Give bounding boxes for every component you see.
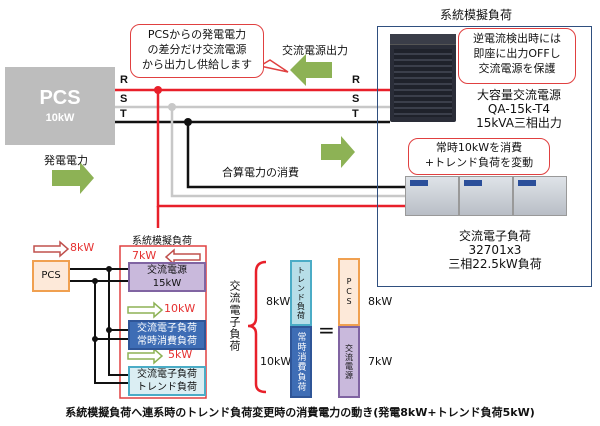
ac-output-label: 交流電源出力	[282, 44, 348, 57]
callout-line: から出力し供給します	[142, 58, 252, 71]
ac-power-source-image	[390, 34, 456, 122]
ac-output-arrow	[290, 54, 332, 86]
s-branch-line	[170, 107, 410, 198]
callout-line: 交流電源を保護	[478, 62, 556, 75]
load-brace	[247, 260, 267, 394]
callout-line: 即座に出力OFFし	[473, 47, 561, 60]
consumption-arrow	[321, 136, 355, 168]
pcs-flow-value: 8kW	[70, 241, 95, 254]
ac-source-model: QA-15k-T4	[487, 102, 551, 116]
box-line: 15kW	[152, 278, 182, 289]
constant-value: 10kW	[260, 355, 292, 368]
callout-protection: 逆電流検出時には 即座に出力OFFし 交流電源を保護	[458, 28, 576, 84]
system-simulator-title: 系統模擬負荷	[440, 8, 513, 22]
box-line: 交流電子負荷	[137, 369, 197, 380]
bottom-system-box	[119, 245, 207, 399]
pcs-rating: 10kW	[45, 112, 75, 124]
phase-label-t-left: T	[120, 108, 127, 120]
ac-load-spec: 交流電子負荷 32701x3 三相22.5kW負荷	[430, 229, 560, 271]
s-junction	[168, 103, 176, 111]
ac-source-bar: 交流電源	[338, 326, 360, 398]
generation-arrow	[52, 162, 94, 194]
phase-label-s-right: S	[352, 93, 360, 105]
t-junction	[184, 118, 192, 126]
callout-line: PCSからの発電電力	[147, 28, 247, 41]
phase-label-s-left: S	[120, 93, 128, 105]
constant-flow-arrow	[127, 301, 164, 319]
ac-load-unit-image	[459, 176, 513, 216]
bottom-constant-load-box: 交流電子負荷 常時消費負荷	[128, 320, 206, 350]
box-line: 交流電子負荷	[137, 323, 197, 334]
constant-load-bar: 常時消費負荷	[290, 326, 312, 398]
phase-label-r-left: R	[120, 74, 128, 86]
trend-flow-value: 5kW	[168, 348, 193, 361]
ac-source-value: 7kW	[368, 355, 393, 368]
pcs-block: PCS 10kW	[5, 67, 115, 145]
ac-load-rating: 三相22.5kW負荷	[448, 257, 542, 271]
bottom-system-title: 系統模擬負荷	[132, 236, 192, 247]
callout-line: 逆電流検出時には	[473, 32, 561, 45]
ac-load-name: 交流電子負荷	[458, 229, 531, 243]
r-junction	[154, 86, 162, 94]
t-branch-line	[186, 122, 410, 189]
ac-load-unit-image	[405, 176, 459, 216]
constant-flow-value: 10kW	[164, 302, 196, 315]
ac-source-spec: 大容量交流電源 QA-15k-T4 15kVA三相出力	[460, 88, 578, 130]
ac-source-rating: 15kVA三相出力	[476, 116, 562, 130]
bottom-ac-source-box: 交流電源 15kW	[128, 262, 206, 292]
box-line: 常時消費負荷	[137, 336, 197, 347]
ac-load-model: 32701x3	[468, 243, 522, 257]
pcs-name: PCS	[39, 87, 81, 109]
callout-pcs-tail	[257, 59, 289, 73]
combined-consumption-label: 合算電力の消費	[222, 166, 299, 179]
pcs-flow-arrow	[33, 240, 70, 258]
generation-label: 発電電力	[44, 154, 88, 167]
box-line: トレンド負荷	[137, 382, 197, 393]
ac-source-flow-value: 7kW	[132, 249, 157, 262]
callout-line: 常時10kWを消費	[435, 141, 523, 154]
box-line: 交流電源	[147, 265, 187, 276]
pcs-value: 8kW	[368, 295, 393, 308]
ac-load-group-label: 交流電子負荷	[228, 280, 241, 352]
ac-source-name: 大容量交流電源	[476, 88, 561, 102]
trend-flow-arrow	[127, 347, 164, 365]
phase-label-t-right: T	[352, 108, 359, 120]
bottom-trend-load-box: 交流電子負荷 トレンド負荷	[128, 366, 206, 396]
callout-pcs-difference: PCSからの発電電力 の差分だけ交流電源 から出力し供給します	[130, 24, 264, 78]
system-simulator-box	[377, 26, 592, 287]
trend-load-bar: トレンド負荷	[290, 260, 312, 326]
pcs-bar: PCS	[338, 258, 360, 326]
callout-line: の差分だけ交流電源	[147, 43, 247, 56]
ac-load-unit-image	[513, 176, 567, 216]
callout-load: 常時10kWを消費 +トレンド負荷を変動	[408, 138, 550, 175]
trend-value: 8kW	[266, 295, 291, 308]
phase-label-r-right: R	[352, 74, 360, 86]
ac-source-flow-arrow	[164, 248, 201, 266]
bottom-pcs-box: PCS	[32, 260, 70, 292]
callout-line: +トレンド負荷を変動	[424, 156, 534, 169]
equals-sign: =	[318, 318, 335, 342]
figure-caption: 系統模擬負荷へ連系時のトレンド負荷変更時の消費電力の動き(発電8kW+トレンド負…	[65, 406, 535, 419]
